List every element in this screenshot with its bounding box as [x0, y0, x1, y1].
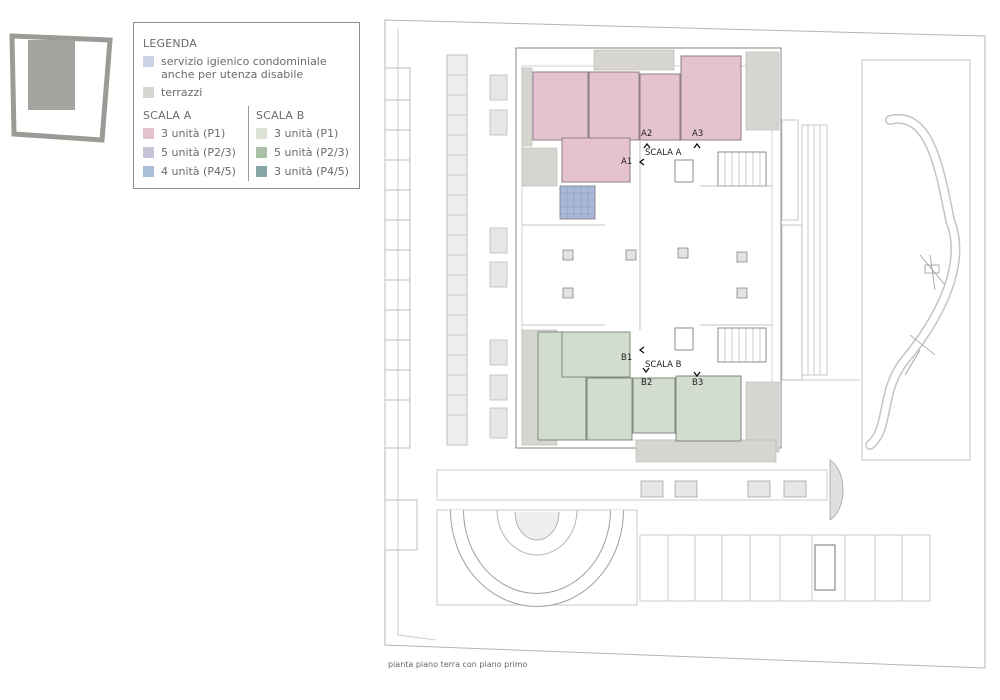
label-a2: A2 — [641, 129, 652, 139]
unit-a-south — [561, 137, 631, 183]
legend-a-label: 4 unità (P4/5) — [161, 165, 236, 178]
legend-a-item: 5 unità (P2/3) — [143, 146, 236, 159]
key-map-building — [28, 40, 75, 110]
unit-a-east — [680, 55, 742, 141]
key-map-outline — [9, 33, 113, 143]
legend-a-swatch — [143, 166, 154, 177]
stair-lines — [724, 152, 761, 362]
legend-b-item: 3 unità (P4/5) — [256, 165, 349, 178]
label-a1: A1 — [621, 157, 632, 167]
unit-a-center — [639, 73, 681, 141]
playground — [861, 59, 971, 461]
legend-box: LEGENDA servizio igienico condominiale a… — [133, 22, 360, 189]
unit-b-east — [675, 375, 742, 442]
scala-a-units — [532, 55, 742, 183]
parking-bottom — [639, 534, 931, 602]
legend-toilet-swatch — [143, 56, 154, 67]
legend-b-swatch — [256, 147, 267, 158]
scala-b-units — [537, 331, 742, 442]
legend-terrace-swatch — [143, 87, 154, 98]
play-equipment — [904, 254, 946, 376]
legend-scala-a-title: SCALA A — [143, 109, 192, 122]
legend-terrace-label: terrazzi — [161, 86, 203, 99]
legend-heading: LEGENDA — [143, 37, 197, 50]
key-map — [9, 33, 113, 143]
ramp-left — [446, 54, 468, 446]
plan-caption: pianta piano terra con piano primo — [388, 660, 528, 669]
play-path-inner — [866, 115, 959, 449]
semicircle-ramp — [829, 459, 844, 521]
legend-b-label: 3 unità (P4/5) — [274, 165, 349, 178]
stair-cores — [674, 151, 767, 363]
stair-arrows — [638, 142, 701, 378]
legend-scala-b-title: SCALA B — [256, 109, 305, 122]
label-b2: B2 — [641, 378, 652, 388]
legend-a-swatch — [143, 128, 154, 139]
legend-a-label: 5 unità (P2/3) — [161, 146, 236, 159]
legend-toilet-label-2: anche per utenza disabile — [161, 68, 304, 81]
label-scala-a: SCALA A — [645, 148, 682, 158]
unit-b-center-east — [632, 377, 676, 434]
legend-a-item: 4 unità (P4/5) — [143, 165, 236, 178]
label-scala-b: SCALA B — [645, 360, 682, 370]
hall-walls — [522, 140, 772, 330]
unit-a-west — [532, 71, 589, 141]
legend-b-label: 5 unità (P2/3) — [274, 146, 349, 159]
legend-a-item: 3 unità (P1) — [143, 127, 225, 140]
drive-area — [436, 469, 828, 501]
legend-divider — [248, 106, 249, 181]
legend-b-swatch — [256, 128, 267, 139]
label-a3: A3 — [692, 129, 703, 139]
legend-toilet: servizio igienico condominiale anche per… — [143, 55, 327, 81]
parking-bottom-blocks — [640, 480, 807, 498]
label-b3: B3 — [692, 378, 703, 388]
label-b1: B1 — [621, 353, 632, 363]
legend-toilet-label: servizio igienico condominiale — [161, 55, 327, 68]
legend-a-swatch — [143, 147, 154, 158]
stair-bottom — [814, 544, 836, 591]
parking-left — [384, 67, 418, 551]
legend-terrace: terrazzi — [143, 86, 202, 99]
legend-a-label: 3 unità (P1) — [161, 127, 226, 140]
right-strips — [781, 119, 860, 381]
shared-toilet — [559, 185, 596, 220]
circular-ramp — [436, 509, 638, 607]
legend-b-item: 3 unità (P1) — [256, 127, 338, 140]
hall-columns — [562, 247, 748, 299]
legend-b-swatch — [256, 166, 267, 177]
toilet-grid — [560, 186, 595, 219]
legend-b-label: 3 unità (P1) — [274, 127, 339, 140]
site-inner-boundary — [397, 28, 437, 641]
blocks-column — [489, 74, 508, 439]
unit-a-center-left — [588, 71, 640, 141]
unit-b-north — [561, 331, 631, 378]
unit-b-center — [586, 377, 633, 441]
legend-b-item: 5 unità (P2/3) — [256, 146, 349, 159]
